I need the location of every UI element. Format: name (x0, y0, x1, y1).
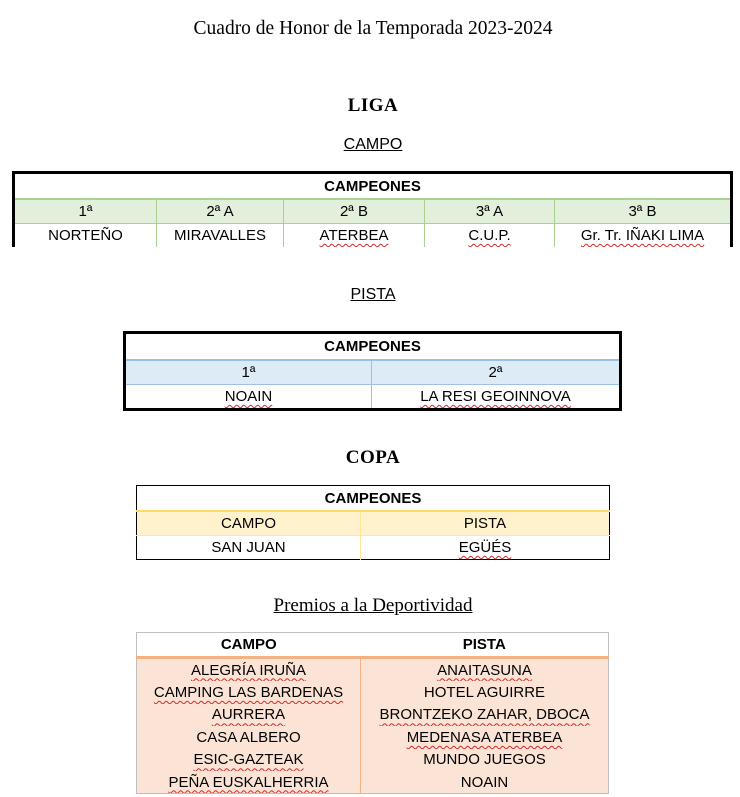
winner-cell: SAN JUAN (136, 535, 361, 560)
award-cell: PEÑA EUSKALHERRIA (168, 773, 329, 791)
winner-cell: MIRAVALLES (174, 227, 266, 244)
winner-cell: NOAIN (224, 388, 273, 405)
liga-campo-table: CAMPEONES 1ª 2ª A 2ª B 3ª A 3ª B NORTEÑO… (12, 171, 733, 247)
column-header: PISTA (360, 510, 610, 536)
column-header: CAMPO (136, 510, 361, 536)
table-row: CASA ALBERO MEDENASA ATERBEA (136, 726, 609, 749)
column-header: 1ª (124, 359, 372, 385)
column-header: CAMPO (136, 632, 361, 659)
award-cell: ESIC-GAZTEAK (193, 751, 304, 769)
table-row: NORTEÑO MIRAVALLES ATERBEA C.U.P. Gr. Tr… (13, 223, 732, 247)
column-header: 1ª (13, 198, 157, 224)
column-header: 3ª B (554, 198, 732, 224)
table-header: CAMPEONES (136, 485, 610, 512)
winner-cell: Gr. Tr. IÑAKI LIMA (580, 227, 705, 244)
deportividad-heading: Premios a la Deportividad (273, 595, 473, 616)
column-header: PISTA (360, 632, 609, 659)
column-header: 2ª (371, 359, 621, 385)
award-cell: HOTEL AGUIRRE (423, 684, 546, 702)
award-cell: NOAIN (460, 773, 509, 791)
award-cell: ANAITASUNA (437, 661, 532, 679)
winner-cell: EGÜÉS (458, 539, 512, 556)
winner-cell: ATERBEA (319, 227, 389, 244)
page-title: Cuadro de Honor de la Temporada 2023-202… (193, 18, 553, 39)
liga-campo-subheading: CAMPO (343, 136, 403, 153)
award-cell: ALEGRÍA IRUÑA (190, 661, 307, 679)
column-header: 2ª A (156, 198, 284, 224)
table-row: ALEGRÍA IRUÑA ANAITASUNA (136, 657, 609, 682)
winner-cell: C.U.P. (468, 227, 511, 244)
table-row: ESIC-GAZTEAK MUNDO JUEGOS (136, 748, 609, 771)
award-cell: CASA ALBERO (196, 728, 301, 746)
table-row: 1ª 2ª (124, 359, 621, 385)
column-header: 3ª A (424, 198, 555, 224)
table-row: SAN JUAN EGÜÉS (136, 535, 610, 560)
liga-pista-subheading: PISTA (350, 286, 396, 303)
table-row: CAMPING LAS BARDENAS HOTEL AGUIRRE (136, 681, 609, 704)
table-row: CAMPO PISTA (136, 510, 610, 536)
table-row: PEÑA EUSKALHERRIA NOAIN (136, 770, 609, 794)
deportividad-table: CAMPO PISTA ALEGRÍA IRUÑA ANAITASUNA CAM… (136, 632, 609, 795)
winner-cell: LA RESI GEOINNOVA (420, 388, 571, 405)
award-cell: AURRERA (211, 706, 286, 724)
table-row: AURRERA BRONTZEKO ZAHAR, DBOCA (136, 703, 609, 727)
table-row: NOAIN LA RESI GEOINNOVA (124, 384, 621, 410)
copa-heading: COPA (345, 447, 401, 468)
column-header: 2ª B (283, 198, 425, 224)
table-header: CAMPEONES (13, 172, 732, 200)
award-cell: BRONTZEKO ZAHAR, DBOCA (379, 706, 590, 724)
liga-pista-table: CAMPEONES 1ª 2ª NOAIN LA RESI GEOINNOVA (123, 331, 622, 411)
table-header: CAMPEONES (124, 332, 621, 361)
liga-heading: LIGA (347, 95, 399, 116)
table-row: 1ª 2ª A 2ª B 3ª A 3ª B (13, 198, 732, 224)
copa-table: CAMPEONES CAMPO PISTA SAN JUAN EGÜÉS (136, 485, 610, 560)
winner-cell: NORTEÑO (48, 227, 123, 244)
table-row: CAMPO PISTA (136, 632, 609, 659)
award-cell: MUNDO JUEGOS (423, 751, 546, 769)
award-cell: CAMPING LAS BARDENAS (153, 684, 344, 702)
award-cell: MEDENASA ATERBEA (406, 728, 563, 746)
